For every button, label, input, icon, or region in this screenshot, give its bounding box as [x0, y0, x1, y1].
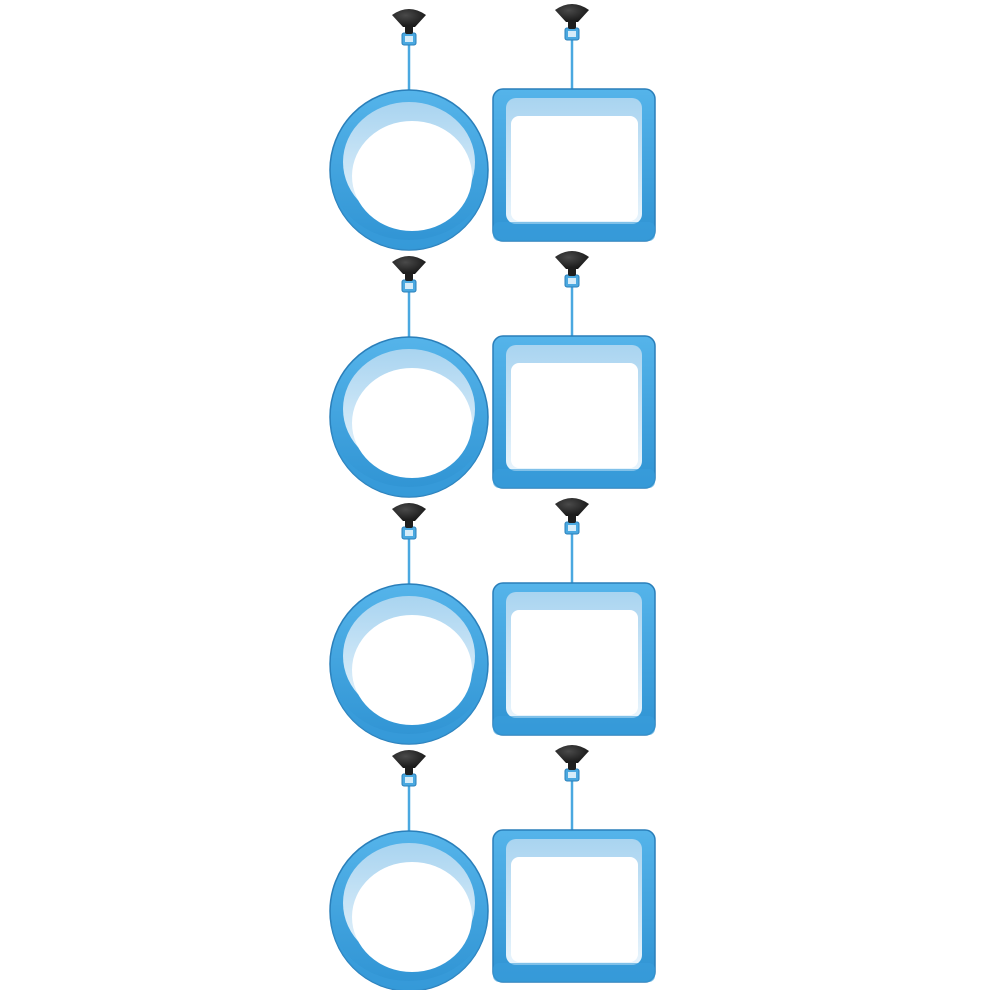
product-row — [329, 251, 656, 498]
suction-cup-hanger — [555, 745, 589, 833]
square-feeding-ring — [492, 4, 656, 242]
suction-cup-hanger — [555, 4, 589, 92]
square-feeding-ring — [492, 745, 656, 983]
suction-cup-hanger — [392, 750, 426, 833]
product-row — [329, 745, 656, 990]
suction-cup-hanger — [392, 256, 426, 339]
suction-cup-hanger — [555, 498, 589, 586]
square-feeding-ring — [492, 498, 656, 736]
round-feeding-ring — [329, 750, 489, 990]
suction-cup-hanger — [392, 503, 426, 586]
product-row — [329, 4, 656, 251]
product-row — [329, 498, 656, 745]
square-feeding-ring — [492, 251, 656, 489]
round-feeding-ring — [329, 9, 489, 251]
feeding-ring-grid — [329, 4, 656, 990]
suction-cup-hanger — [555, 251, 589, 339]
round-feeding-ring — [329, 503, 489, 745]
round-feeding-ring — [329, 256, 489, 498]
suction-cup-hanger — [392, 9, 426, 92]
